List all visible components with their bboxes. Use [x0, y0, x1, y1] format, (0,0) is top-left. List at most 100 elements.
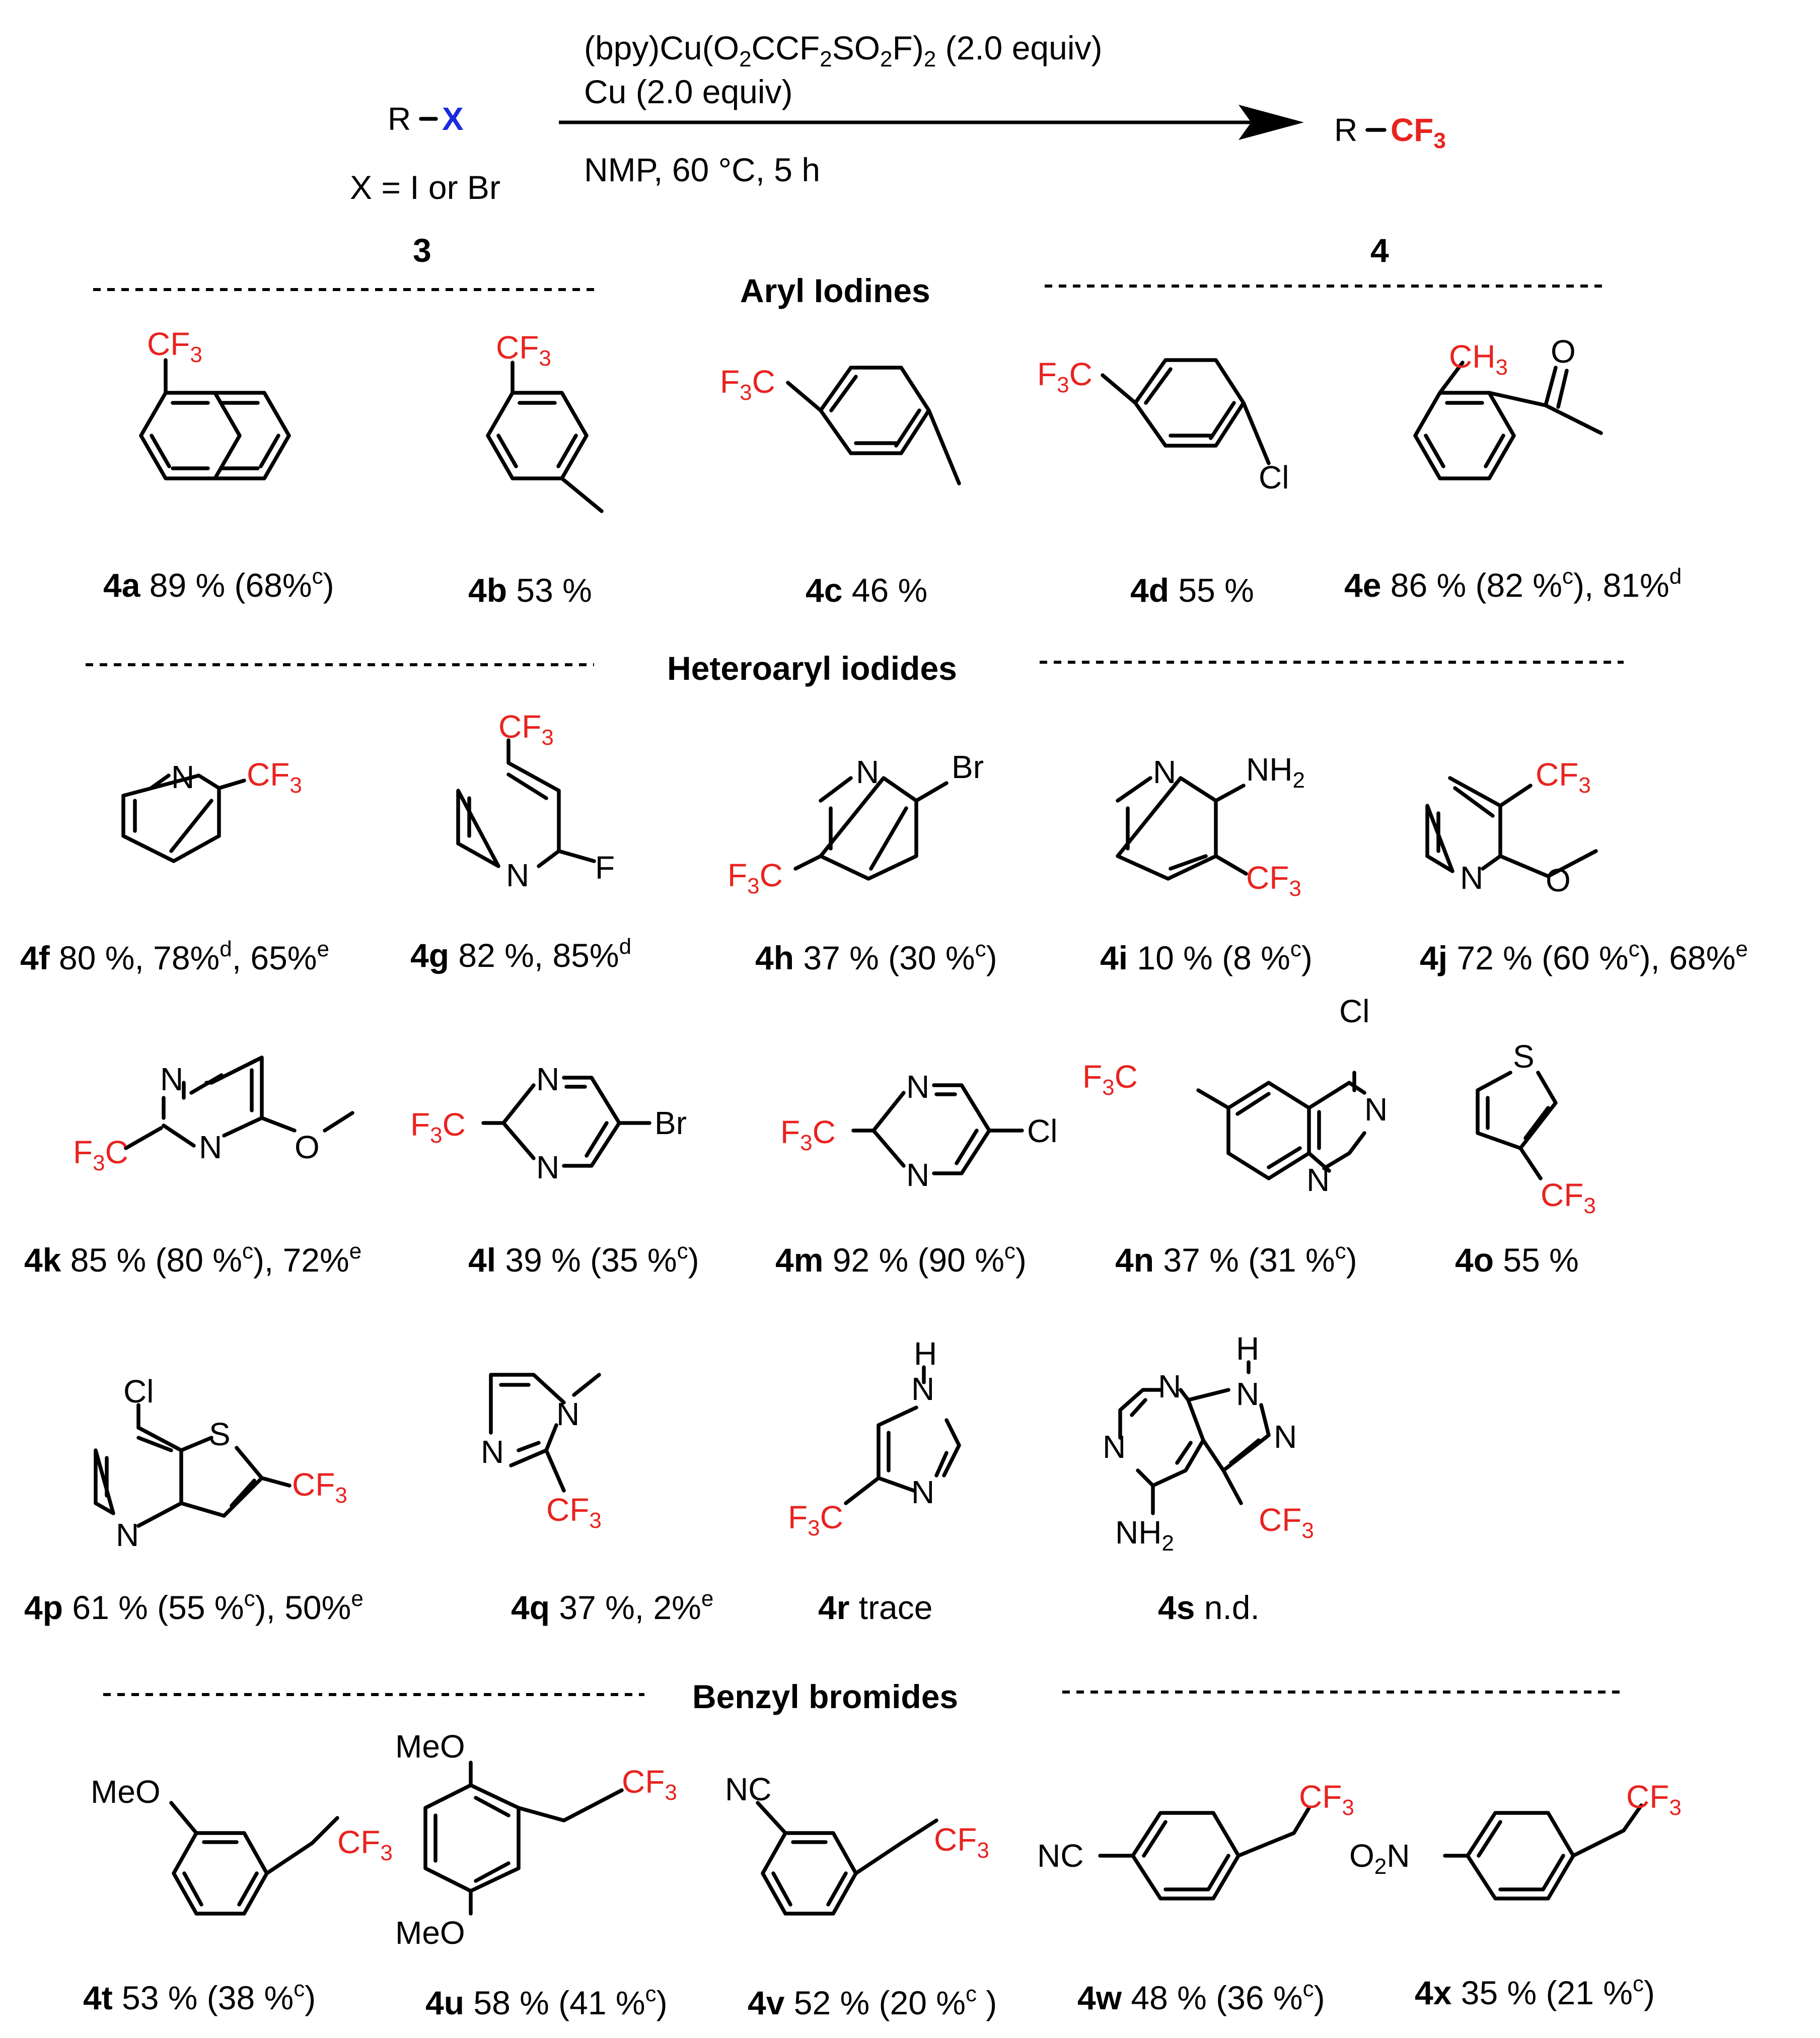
yield-label-4q: 4q 37 %, 2%e: [511, 1586, 713, 1626]
yield-label-4r: 4r trace: [818, 1589, 932, 1626]
svg-text:CF3: CF3: [496, 329, 551, 371]
svg-text:F3C: F3C: [410, 1106, 466, 1148]
yield-label-4m: 4m 92 % (90 %c): [775, 1239, 1027, 1279]
section-title: Heteroaryl iodides: [667, 650, 957, 687]
conditions: NMP, 60 °C, 5 h: [584, 151, 820, 188]
yield-label-4n: 4n 37 % (31 %c): [1115, 1239, 1357, 1279]
svg-text:CF3: CF3: [147, 326, 202, 367]
structure-4s: N N N H N NH2 CF3: [1103, 1330, 1314, 1556]
svg-text:O: O: [295, 1129, 320, 1165]
yield-label-4c: 4c 46 %: [806, 572, 927, 609]
svg-text:CF3: CF3: [1246, 860, 1301, 901]
yield-label-4k: 4k 85 % (80 %c), 72%e: [24, 1239, 361, 1279]
yield-label-4e: 4e 86 % (82 %c), 81%d: [1344, 564, 1682, 604]
structure-4n: Cl N N F3C: [1082, 993, 1388, 1198]
svg-text:CF3: CF3: [247, 756, 302, 798]
svg-text:N: N: [906, 1157, 929, 1193]
yield-label-4x: 4x 35 % (21 %c): [1415, 1972, 1655, 2011]
reactant-r: R: [388, 101, 411, 137]
svg-text:MeO: MeO: [395, 1915, 465, 1951]
svg-text:N: N: [116, 1517, 139, 1553]
structure-4b: CF3: [486, 329, 604, 513]
svg-text:S: S: [1513, 1038, 1535, 1075]
structure-4x: O2N CF3: [1349, 1779, 1682, 1901]
svg-text:NC: NC: [1037, 1838, 1083, 1874]
svg-text:CH3: CH3: [1449, 338, 1508, 380]
structure-4h: N Br F3C: [727, 749, 984, 898]
section-aryl: Aryl Iodines: [93, 272, 1606, 309]
yield-label-4p: 4p 61 % (55 %c), 50%e: [24, 1586, 363, 1626]
svg-text:N: N: [171, 759, 194, 795]
yield-label-4u: 4u 58 % (41 %c): [425, 1982, 668, 2021]
structure-4v: NC CF3: [725, 1771, 989, 1916]
structure-4q: N N CF3: [481, 1373, 602, 1533]
svg-text:S: S: [209, 1416, 231, 1452]
svg-text:Cl: Cl: [1259, 459, 1289, 496]
structure-4f: N CF3: [121, 756, 302, 863]
svg-text:F3C: F3C: [1037, 356, 1093, 397]
svg-text:N: N: [1274, 1419, 1297, 1455]
svg-text:N: N: [199, 1129, 222, 1165]
yield-label-4d: 4d 55 %: [1130, 572, 1254, 609]
svg-text:F3C: F3C: [1082, 1059, 1138, 1100]
reactant-x: X: [442, 101, 464, 137]
svg-text:Br: Br: [952, 749, 984, 785]
svg-text:MeO: MeO: [91, 1774, 161, 1810]
structure-4t: MeO CF3: [91, 1774, 393, 1916]
yield-label-4t: 4t 53 % (38 %c): [83, 1977, 316, 2016]
structure-4k: N N F3C O: [73, 1056, 354, 1175]
structure-4l: N N F3C Br: [410, 1061, 687, 1185]
svg-text:CF3: CF3: [546, 1492, 602, 1533]
structure-4w: NC CF3: [1037, 1779, 1354, 1901]
structure-4a: CF3: [139, 326, 291, 480]
svg-text:N: N: [1103, 1429, 1126, 1465]
product-r: R: [1334, 112, 1357, 148]
structure-4g: CF3 N F: [456, 709, 615, 893]
svg-text:CF3: CF3: [292, 1466, 347, 1508]
yield-label-4i: 4i 10 % (8 %c): [1100, 937, 1313, 976]
yield-labels: 4a 89 % (68%c)4b 53 %4c 46 %4d 55 %4e 86…: [20, 564, 1748, 2021]
yield-label-4w: 4w 48 % (36 %c): [1077, 1977, 1325, 2016]
svg-text:N: N: [481, 1434, 504, 1470]
svg-text:F3C: F3C: [73, 1134, 128, 1175]
svg-text:N: N: [556, 1396, 579, 1432]
svg-text:N: N: [1306, 1162, 1330, 1198]
reaction-arrowhead: [1239, 105, 1304, 140]
yield-label-4j: 4j 72 % (60 %c), 68%e: [1420, 937, 1748, 976]
svg-text:Cl: Cl: [1339, 993, 1369, 1029]
product-number: 4: [1370, 232, 1389, 269]
svg-text:CF3: CF3: [1541, 1177, 1596, 1218]
svg-text:Cl: Cl: [1027, 1113, 1057, 1149]
reactant-number: 3: [413, 232, 431, 269]
structure-4d: F3C Cl: [1037, 356, 1289, 496]
section-title: Aryl Iodines: [740, 272, 930, 309]
svg-text:O2N: O2N: [1349, 1838, 1410, 1879]
svg-text:O: O: [1551, 333, 1576, 370]
x-definition: X = I or Br: [350, 169, 500, 206]
yield-label-4a: 4a 89 % (68%c): [103, 564, 334, 604]
svg-text:N: N: [160, 1061, 183, 1097]
structure-4m: N N F3C Cl: [780, 1069, 1057, 1193]
yield-label-4s: 4s n.d.: [1158, 1589, 1260, 1626]
yield-label-4v: 4v 52 % (20 %c ): [748, 1982, 997, 2021]
svg-text:CF3: CF3: [1536, 756, 1591, 798]
svg-text:N: N: [1236, 1376, 1259, 1412]
structure-4u: MeO MeO CF3: [395, 1728, 677, 1951]
svg-text:N: N: [856, 754, 879, 790]
svg-text:N: N: [911, 1371, 934, 1407]
structure-4p: Cl S N CF3: [94, 1373, 347, 1553]
svg-text:N: N: [536, 1149, 559, 1185]
svg-text:CF3: CF3: [934, 1821, 989, 1863]
svg-text:F: F: [595, 850, 615, 886]
svg-text:N: N: [1153, 754, 1176, 790]
svg-text:Cl: Cl: [123, 1373, 154, 1410]
svg-text:N: N: [506, 857, 529, 893]
section-title: Benzyl bromides: [692, 1678, 958, 1715]
reagent-2: Cu (2.0 equiv): [584, 73, 793, 110]
svg-text:N: N: [1364, 1091, 1388, 1128]
svg-text:N: N: [1460, 860, 1483, 896]
structure-4i: N NH2 CF3: [1116, 751, 1305, 901]
svg-text:F3C: F3C: [780, 1114, 836, 1155]
svg-text:O: O: [1546, 862, 1571, 898]
